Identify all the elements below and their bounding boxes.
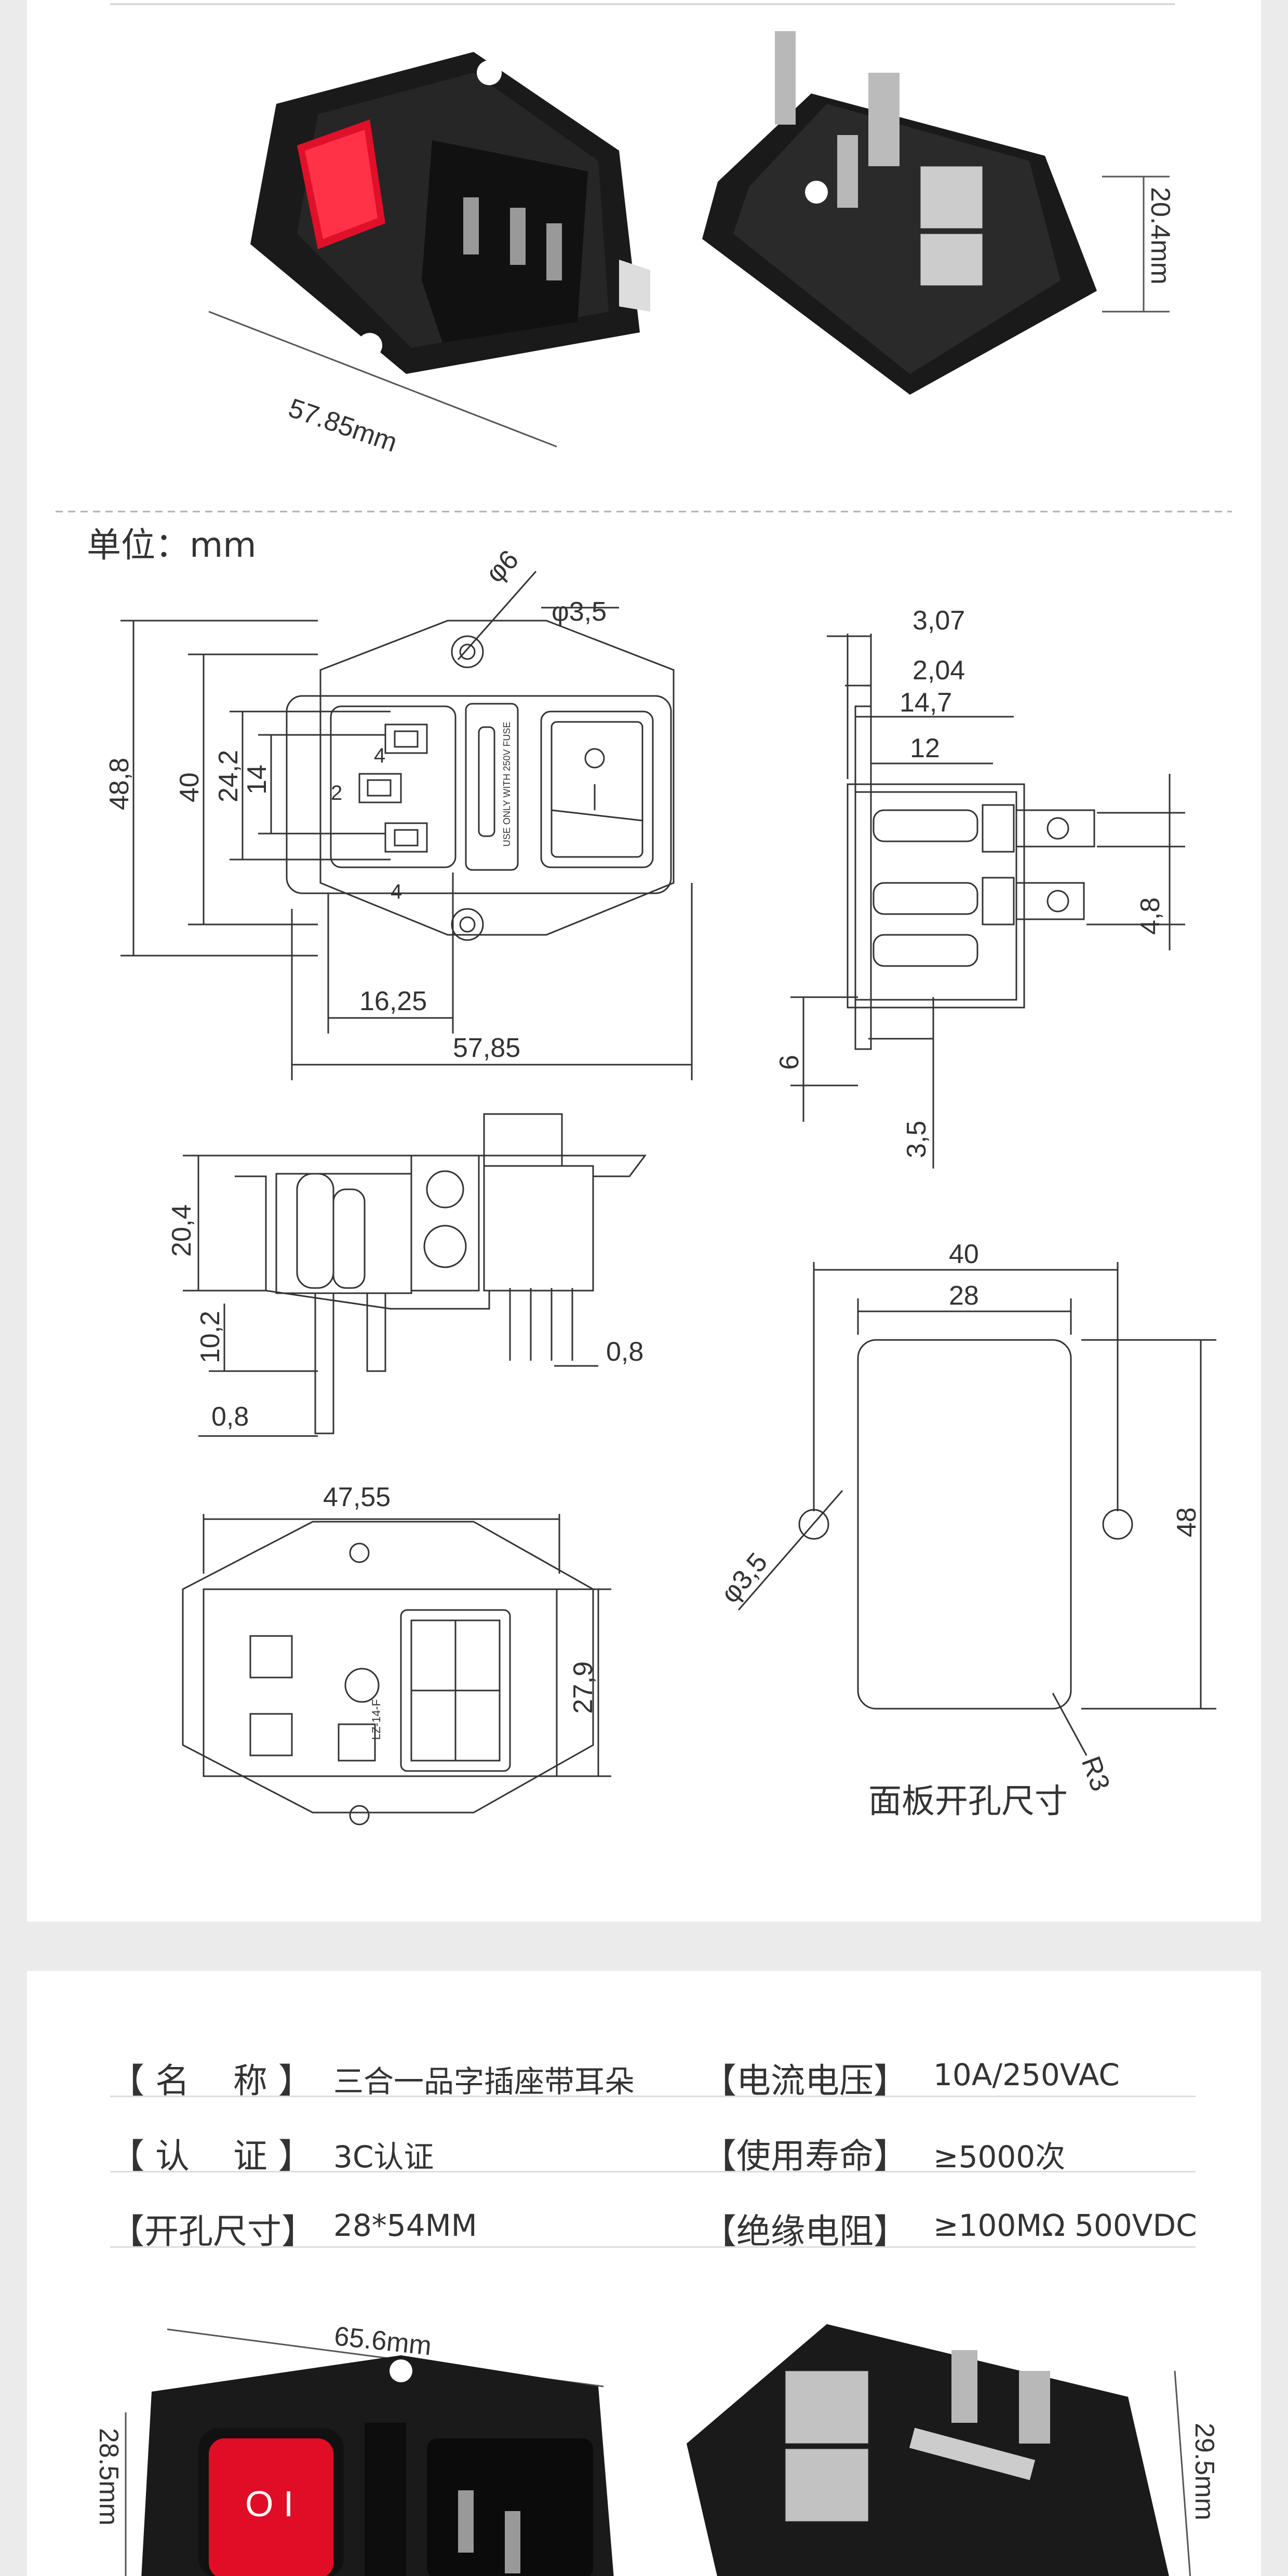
product-drawing: 57.85mm 20.4mm 单位：mm (56, 3, 1232, 1826)
spec-card: 【 名 称 】 三合一品字插座带耳朵 【电流电压】 10A/250VAC 【 认… (27, 1971, 1261, 2576)
dim-279: 27,9 (568, 1661, 598, 1714)
dim-1625: 16,25 (359, 986, 427, 1016)
spec-row-2: 【 认 证 】 3C认证 【使用寿命】 ≥5000次 (27, 2114, 1261, 2186)
dim-cut-48: 48 (1172, 1507, 1202, 1537)
spec-value-cert: 3C认证 (333, 2139, 434, 2175)
dim-14: 14 (242, 764, 272, 795)
spec-divider (110, 2246, 1196, 2248)
dim-102: 10,2 (195, 1311, 225, 1363)
bottom-photos: 65.6mm 28.5mm O I 29.5mm (93, 2321, 1219, 2576)
dim-08a: 0,8 (211, 1402, 249, 1432)
dim-48-side: 4,8 (1135, 897, 1165, 935)
dim-pin-2: 2 (331, 782, 342, 804)
dim-4755: 47,55 (323, 1482, 391, 1512)
dim-cut-d35: φ3,5 (715, 1547, 774, 1608)
dim-147: 14,7 (900, 688, 952, 718)
rear-socket-photo-2 (687, 2324, 1169, 2576)
spec-value-life: ≥5000次 (933, 2139, 1066, 2175)
spec-value-cutout: 28*54MM (333, 2208, 477, 2243)
spec-label-life: 【使用寿命】 (702, 2136, 908, 2176)
dim-40: 40 (175, 772, 205, 802)
spec-row-3: 【开孔尺寸】 28*54MM 【绝缘电阻】 ≥100MΩ 500VDC (27, 2189, 1261, 2262)
bottom-right-height-label: 29.5mm (1189, 2423, 1219, 2520)
drawing-card: 57.85mm 20.4mm 单位：mm (27, 0, 1261, 1922)
pcb-label: LZ-14-F (370, 1699, 383, 1740)
photo-dim-line (208, 311, 557, 448)
dim-pin-4a: 4 (374, 744, 385, 767)
rear-socket-photo (702, 31, 1097, 395)
bottom-height-label: 28.5mm (93, 2428, 124, 2526)
spec-label-cert: 【 认 证 】 (110, 2136, 313, 2176)
spec-row-1: 【 名 称 】 三合一品字插座带耳朵 【电流电压】 10A/250VAC (27, 2038, 1261, 2111)
dim-5785: 57,85 (453, 1033, 520, 1063)
photo-height-label: 20.4mm (1145, 187, 1175, 285)
dim-cut-28: 28 (949, 1281, 979, 1311)
bottom-width-label: 65.6mm (333, 2321, 433, 2361)
dim-6: 6 (774, 1055, 804, 1070)
dim-12: 12 (910, 733, 940, 763)
dim-204-bottom: 20,4 (167, 1204, 197, 1257)
spec-value-name: 三合一品字插座带耳朵 (333, 2064, 635, 2099)
dim-204: 2,04 (913, 655, 965, 686)
front-view-drawing (120, 571, 693, 1080)
front-socket-photo-2: O I (141, 2355, 614, 2576)
dim-35: 3,5 (902, 1121, 932, 1158)
cutout-caption: 面板开孔尺寸 (868, 1782, 1068, 1821)
spec-divider (110, 2171, 1196, 2172)
dim-d35: φ3,5 (552, 597, 607, 627)
side-view-drawing (790, 634, 1185, 1169)
spec-label-insulation: 【绝缘电阻】 (702, 2211, 908, 2251)
dim-pin-4b: 4 (391, 880, 402, 903)
spec-value-current: 10A/250VAC (933, 2057, 1120, 2092)
photo-width-label: 57.85mm (285, 393, 401, 458)
bottom-side-drawing (183, 1113, 647, 1437)
front-socket-photo (250, 52, 650, 374)
spec-value-insulation: ≥100MΩ 500VDC (933, 2208, 1197, 2243)
spec-label-current: 【电流电压】 (702, 2061, 908, 2101)
dim-cut-40: 40 (949, 1239, 979, 1269)
dim-08b: 0,8 (606, 1337, 643, 1367)
spec-divider (110, 2096, 1196, 2097)
dim-d6: φ6 (480, 544, 524, 588)
dim-307: 3,07 (913, 606, 965, 636)
spec-label-cutout: 【开孔尺寸】 (110, 2211, 316, 2251)
panel-cutout-drawing (737, 1262, 1216, 1756)
switch-symbol: O I (245, 2484, 293, 2524)
fuse-warning-text: USE ONLY WITH 250V FUSE (502, 722, 512, 847)
unit-label: 单位：mm (87, 525, 257, 565)
dim-cut-r3: R3 (1076, 1752, 1116, 1795)
dim-488: 48,8 (104, 758, 135, 810)
dim-242: 24,2 (213, 750, 244, 802)
rear-view-drawing (182, 1514, 611, 1826)
spec-label-name: 【 名 称 】 (110, 2061, 313, 2101)
